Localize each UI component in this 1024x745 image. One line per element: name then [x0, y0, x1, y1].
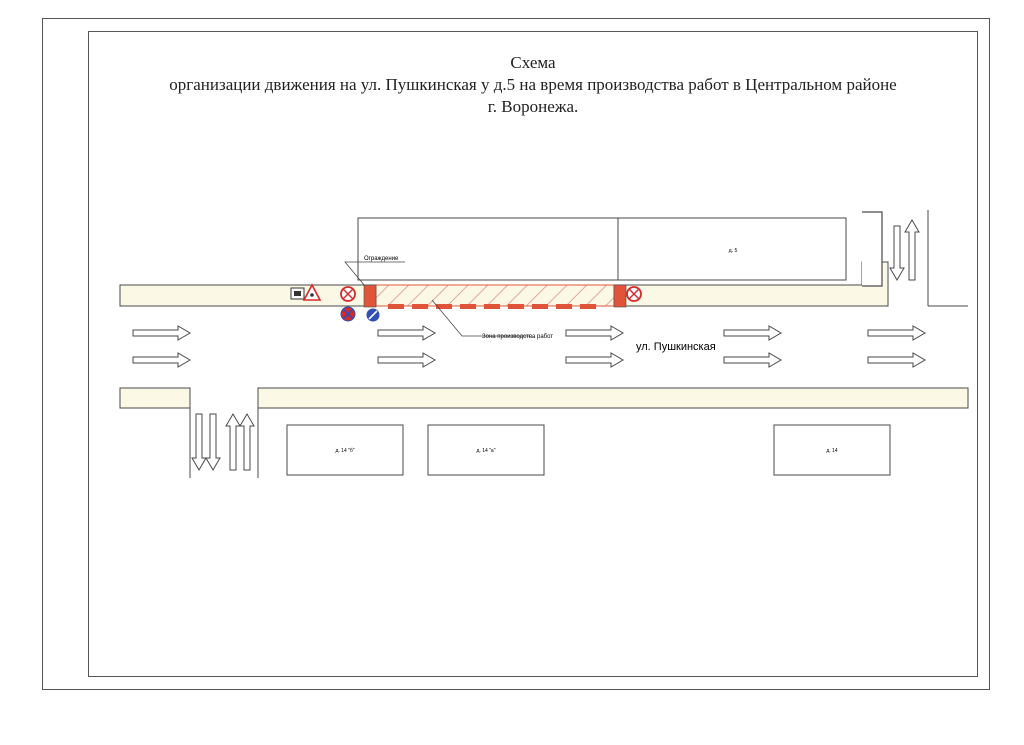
building-14: [773, 424, 891, 476]
fence-leader-line: [344, 261, 405, 287]
street-name-label: ул. Пушкинская: [636, 341, 716, 353]
barrier-east: [613, 284, 627, 308]
sidewalk-south-right: [257, 387, 969, 409]
inner-frame: [88, 31, 978, 677]
diagram-subtitle: организации движения на ул. Пушкинская у…: [169, 75, 897, 94]
work-zone-area: [375, 284, 615, 307]
diagram-city: г. Воронежа.: [487, 97, 579, 116]
side-street-north-arrows: [889, 219, 920, 281]
traffic-arrow-right-icon: [132, 352, 191, 368]
outer-frame: [42, 18, 990, 690]
building-5-wing: [862, 211, 883, 287]
fence-label: Ограждение: [364, 256, 399, 262]
traffic-arrow-up-icon: [225, 413, 241, 471]
roadworks-warning-sign-icon: [302, 283, 322, 301]
traffic-arrow-right-icon: [723, 352, 782, 368]
traffic-arrow-down-icon: [205, 413, 221, 471]
traffic-arrow-right-icon: [565, 352, 624, 368]
traffic-arrow-down-icon: [191, 413, 207, 471]
barrier-west: [363, 284, 377, 308]
sidewalk-south-left: [119, 387, 191, 409]
traffic-arrows-right: [132, 325, 926, 368]
work-zone-leader-line: [431, 299, 530, 337]
traffic-arrow-up-icon: [239, 413, 255, 471]
traffic-arrow-right-icon: [723, 325, 782, 341]
traffic-arrow-right-icon: [565, 325, 624, 341]
building-14b-label: д. 14 "б": [335, 448, 354, 454]
no-entry-sign-icon: [340, 306, 356, 322]
work-zone-label: Зона производства работ: [482, 334, 553, 340]
side-street-south-arrows: [191, 413, 255, 471]
detour-left-sign-icon: [290, 287, 305, 300]
building-14a-label: д. 14 "а": [477, 448, 496, 454]
diagram-title: Схема: [510, 53, 556, 72]
traffic-arrow-down-icon: [889, 225, 905, 281]
keep-right-sign-icon: [366, 308, 380, 322]
building-5: [357, 217, 847, 281]
building-14b: [286, 424, 404, 476]
traffic-arrow-right-icon: [377, 325, 436, 341]
traffic-arrow-right-icon: [867, 325, 926, 341]
traffic-arrow-right-icon: [132, 325, 191, 341]
barrier-dashes: [388, 304, 596, 309]
no-stopping-sign-icon: [340, 286, 356, 302]
building-5-label: д. 5: [729, 248, 738, 254]
traffic-arrow-right-icon: [377, 352, 436, 368]
traffic-arrow-right-icon: [867, 352, 926, 368]
traffic-arrow-up-icon: [904, 219, 920, 281]
building-14-label: д. 14: [826, 448, 837, 454]
building-14a: [427, 424, 545, 476]
no-stopping-sign-east-icon: [626, 286, 642, 302]
